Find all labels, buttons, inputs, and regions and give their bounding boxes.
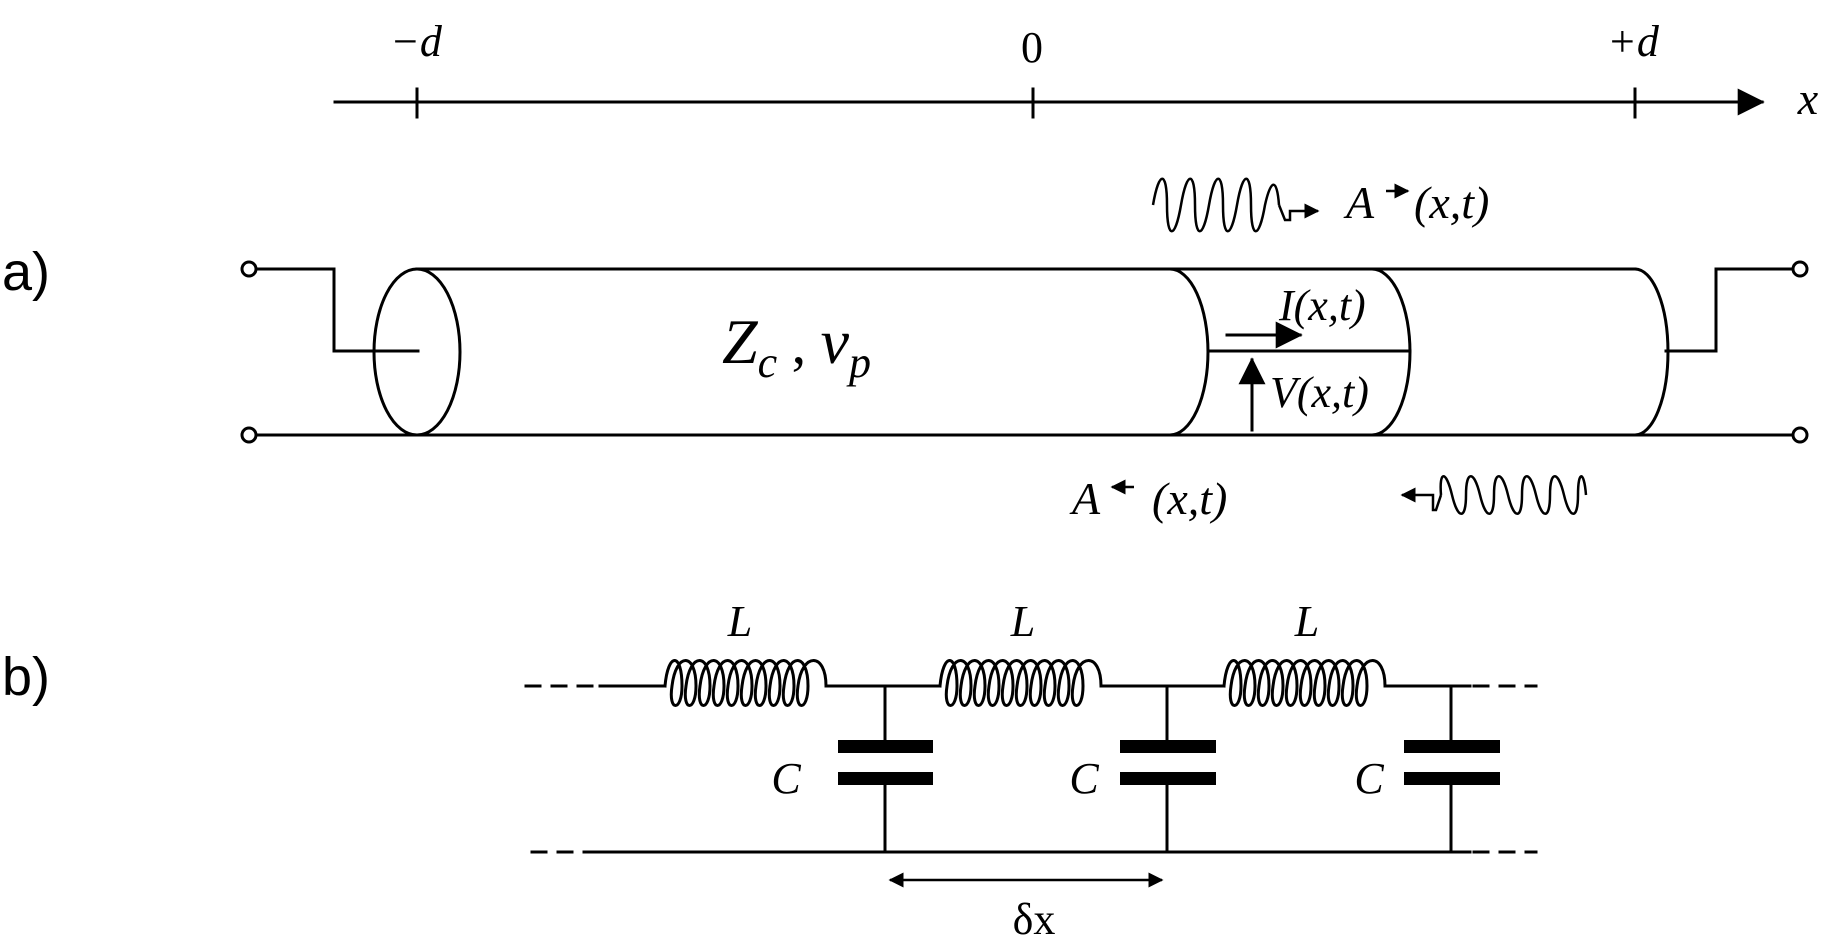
- lc-ladder-circuit: L L L C C C δx: [524, 597, 1538, 944]
- inductor-3-label: L: [1294, 597, 1319, 646]
- capacitor-3-plate-bottom: [1404, 772, 1500, 785]
- backward-wave-symbol: A: [1069, 473, 1101, 524]
- backward-wave-signal: [1439, 475, 1588, 515]
- capacitor-2-plate-bottom: [1120, 772, 1216, 785]
- line-parameters-label: Zc , vp: [722, 306, 871, 387]
- capacitor-2-label: C: [1069, 754, 1099, 803]
- forward-wave-symbol: A: [1343, 177, 1375, 228]
- coaxial-line: I(x,t) V(x,t) Zc , vp: [240, 260, 1809, 444]
- backward-wave: A (x,t): [1069, 473, 1588, 524]
- axis-tick-label-zero: 0: [1021, 23, 1043, 72]
- capacitor-3-plate-top: [1404, 740, 1500, 753]
- inductor-1-label: L: [727, 597, 752, 646]
- left-center-lead: [254, 267, 420, 353]
- forward-wave-arrow: [1277, 203, 1320, 222]
- inductor-3: [1222, 659, 1387, 707]
- backward-wave-label: A (x,t): [1069, 473, 1227, 524]
- axis-variable-label: x: [1797, 73, 1819, 124]
- capacitor-3-label: C: [1354, 754, 1384, 803]
- section-left-arc: [1168, 267, 1210, 437]
- forward-wave: A (x,t): [1151, 177, 1489, 233]
- current-label: I(x,t): [1278, 281, 1366, 330]
- capacitor-1-plate-bottom: [838, 772, 933, 785]
- capacitor-2-plate-top: [1120, 740, 1216, 753]
- terminal-right-bottom: [1791, 426, 1809, 444]
- axis-tick-label-plus-d: +d: [1607, 17, 1660, 66]
- backward-wave-args: (x,t): [1152, 473, 1227, 524]
- panel-label-b: b): [2, 647, 50, 707]
- capacitor-1-plate-top: [838, 740, 933, 753]
- forward-wave-args: (x,t): [1414, 177, 1489, 228]
- capacitor-1-label: C: [771, 754, 801, 803]
- terminal-left-bottom: [240, 426, 258, 444]
- forward-wave-label: A (x,t): [1343, 177, 1489, 228]
- inductor-2-label: L: [1010, 597, 1035, 646]
- backward-wave-arrow: [1400, 487, 1443, 512]
- inductor-1: [663, 659, 828, 707]
- right-center-lead: [1664, 267, 1795, 353]
- axis-tick-label-minus-d: −d: [390, 17, 443, 66]
- cylinder-right-end: [1633, 267, 1670, 437]
- panel-label-a: a): [2, 242, 50, 302]
- terminal-left-top: [240, 260, 258, 278]
- position-axis: −d 0 +d x: [333, 17, 1819, 124]
- cell-length-label: δx: [1013, 895, 1056, 944]
- forward-wave-signal: [1151, 177, 1281, 233]
- inductor-2: [938, 659, 1103, 707]
- voltage-label: V(x,t): [1270, 368, 1369, 417]
- terminal-right-top: [1791, 260, 1809, 278]
